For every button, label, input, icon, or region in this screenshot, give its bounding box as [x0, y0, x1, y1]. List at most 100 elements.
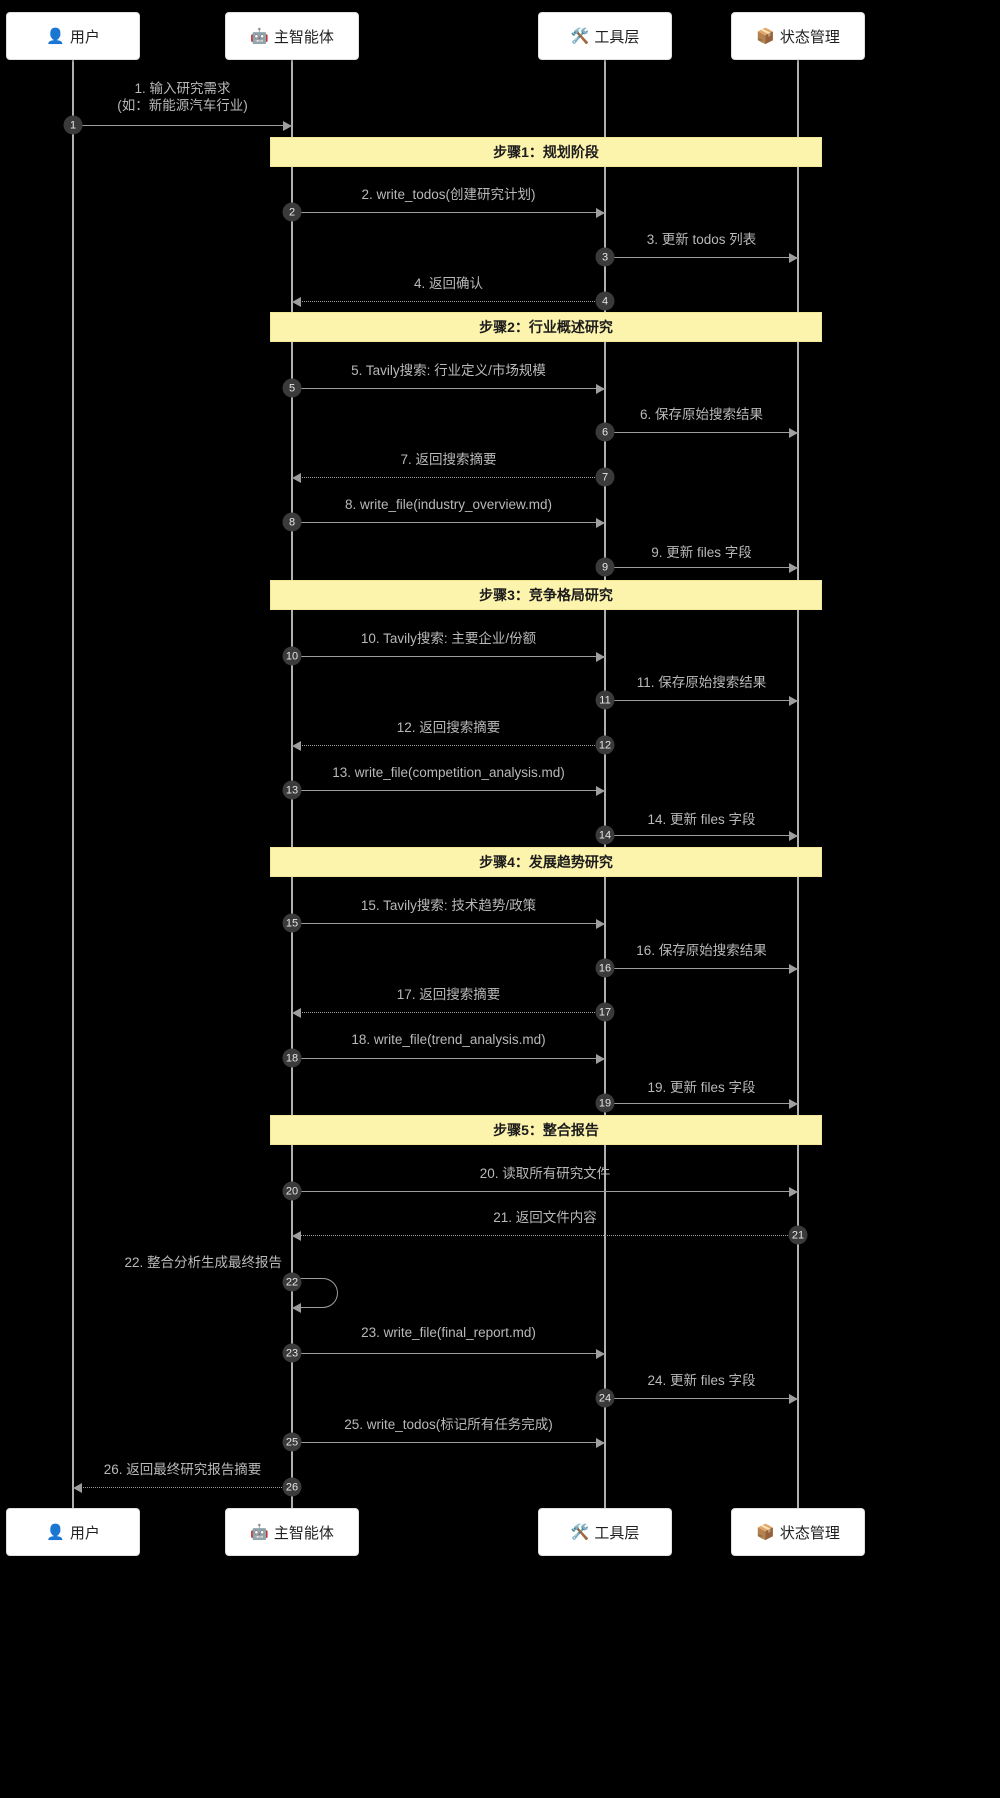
message-line-8 [292, 522, 605, 523]
arrowhead-16 [789, 964, 798, 974]
sequence-number-13: 13 [282, 780, 302, 800]
participant-state-top[interactable]: 📦状态管理 [731, 12, 865, 60]
arrowhead-24 [789, 1394, 798, 1404]
message-label-13: 13. write_file(competition_analysis.md) [332, 765, 565, 780]
sequence-number-15: 15 [282, 913, 302, 933]
sequence-number-24: 24 [595, 1388, 615, 1408]
message-label-4: 4. 返回确认 [413, 276, 484, 291]
message-label-8: 8. write_file(industry_overview.md) [344, 497, 553, 512]
participant-label: 状态管理 [779, 28, 840, 46]
message-line-14 [605, 835, 798, 836]
sequence-number-21: 21 [788, 1225, 808, 1245]
arrowhead-10 [596, 652, 605, 662]
participant-label: 用户 [69, 1524, 100, 1542]
sequence-number-5: 5 [282, 378, 302, 398]
participant-label: 工具层 [594, 28, 640, 46]
step-note-1: 步骤1：规划阶段 [270, 137, 822, 167]
message-line-26 [73, 1487, 292, 1488]
participant-label: 工具层 [594, 1524, 640, 1542]
message-label-20: 20. 读取所有研究文件 [479, 1166, 611, 1181]
sequence-number-16: 16 [595, 958, 615, 978]
message-label-14: 14. 更新 files 字段 [647, 812, 756, 827]
message-line-23 [292, 1353, 605, 1354]
user-icon: 👤 [46, 1523, 65, 1541]
message-line-12 [292, 745, 605, 746]
sequence-number-26: 26 [282, 1477, 302, 1497]
message-line-1 [73, 125, 292, 126]
message-line-17 [292, 1012, 605, 1013]
arrowhead-1 [283, 121, 292, 131]
sequence-number-11: 11 [595, 690, 615, 710]
message-label-24: 24. 更新 files 字段 [647, 1373, 756, 1388]
participant-label: 主智能体 [273, 1524, 334, 1542]
arrowhead-17 [292, 1008, 301, 1018]
user-icon: 👤 [46, 27, 65, 45]
robot-icon: 🤖 [250, 27, 269, 45]
arrowhead-7 [292, 473, 301, 483]
sequence-number-9: 9 [595, 557, 615, 577]
message-label-1: 1. 输入研究需求 (如：新能源汽车行业) [117, 81, 248, 113]
participant-agent-top[interactable]: 🤖主智能体 [225, 12, 359, 60]
sequence-number-8: 8 [282, 512, 302, 532]
participant-user-top[interactable]: 👤用户 [6, 12, 140, 60]
message-line-9 [605, 567, 798, 568]
message-line-16 [605, 968, 798, 969]
sequence-number-6: 6 [595, 422, 615, 442]
step-note-4: 步骤4：发展趋势研究 [270, 847, 822, 877]
step-note-3: 步骤3：竞争格局研究 [270, 580, 822, 610]
message-line-25 [292, 1442, 605, 1443]
sequence-number-18: 18 [282, 1048, 302, 1068]
message-line-21 [292, 1235, 798, 1236]
sequence-number-1: 1 [63, 115, 83, 135]
message-label-3: 3. 更新 todos 列表 [646, 232, 757, 247]
lifeline-user [72, 60, 74, 1508]
arrowhead-23 [596, 1349, 605, 1359]
message-line-18 [292, 1058, 605, 1059]
arrowhead-26 [73, 1483, 82, 1493]
arrowhead-13 [596, 786, 605, 796]
message-line-3 [605, 257, 798, 258]
message-label-18: 18. write_file(trend_analysis.md) [351, 1032, 546, 1047]
arrowhead-5 [596, 384, 605, 394]
message-line-5 [292, 388, 605, 389]
participant-agent-bottom[interactable]: 🤖主智能体 [225, 1508, 359, 1556]
self-message-loop-22 [292, 1278, 338, 1308]
message-label-10: 10. Tavily搜索: 主要企业/份额 [360, 631, 537, 646]
arrowhead-11 [789, 696, 798, 706]
message-line-6 [605, 432, 798, 433]
message-label-21: 21. 返回文件内容 [493, 1210, 597, 1225]
message-label-17: 17. 返回搜索摘要 [396, 987, 501, 1002]
participant-state-bottom[interactable]: 📦状态管理 [731, 1508, 865, 1556]
participant-tool-top[interactable]: 🛠️工具层 [538, 12, 672, 60]
sequence-number-10: 10 [282, 646, 302, 666]
package-icon: 📦 [756, 1523, 775, 1541]
step-note-5: 步骤5：整合报告 [270, 1115, 822, 1145]
message-label-22: 22. 整合分析生成最终报告 [124, 1255, 282, 1270]
arrowhead-25 [596, 1438, 605, 1448]
sequence-number-7: 7 [595, 467, 615, 487]
arrowhead-20 [789, 1187, 798, 1197]
message-line-10 [292, 656, 605, 657]
arrowhead-19 [789, 1099, 798, 1109]
participant-label: 主智能体 [273, 28, 334, 46]
arrowhead-9 [789, 563, 798, 573]
arrowhead-12 [292, 741, 301, 751]
arrowhead-14 [789, 831, 798, 841]
arrowhead-3 [789, 253, 798, 263]
participant-user-bottom[interactable]: 👤用户 [6, 1508, 140, 1556]
message-line-20 [292, 1191, 798, 1192]
participant-tool-bottom[interactable]: 🛠️工具层 [538, 1508, 672, 1556]
sequence-number-3: 3 [595, 247, 615, 267]
sequence-number-14: 14 [595, 825, 615, 845]
lifeline-state [797, 60, 799, 1508]
sequence-number-4: 4 [595, 291, 615, 311]
sequence-number-22: 22 [282, 1272, 302, 1292]
sequence-number-25: 25 [282, 1432, 302, 1452]
participant-label: 用户 [69, 28, 100, 46]
arrowhead-6 [789, 428, 798, 438]
lifeline-tool [604, 60, 606, 1508]
message-label-19: 19. 更新 files 字段 [647, 1080, 756, 1095]
message-label-26: 26. 返回最终研究报告摘要 [103, 1462, 262, 1477]
message-label-9: 9. 更新 files 字段 [651, 545, 752, 560]
